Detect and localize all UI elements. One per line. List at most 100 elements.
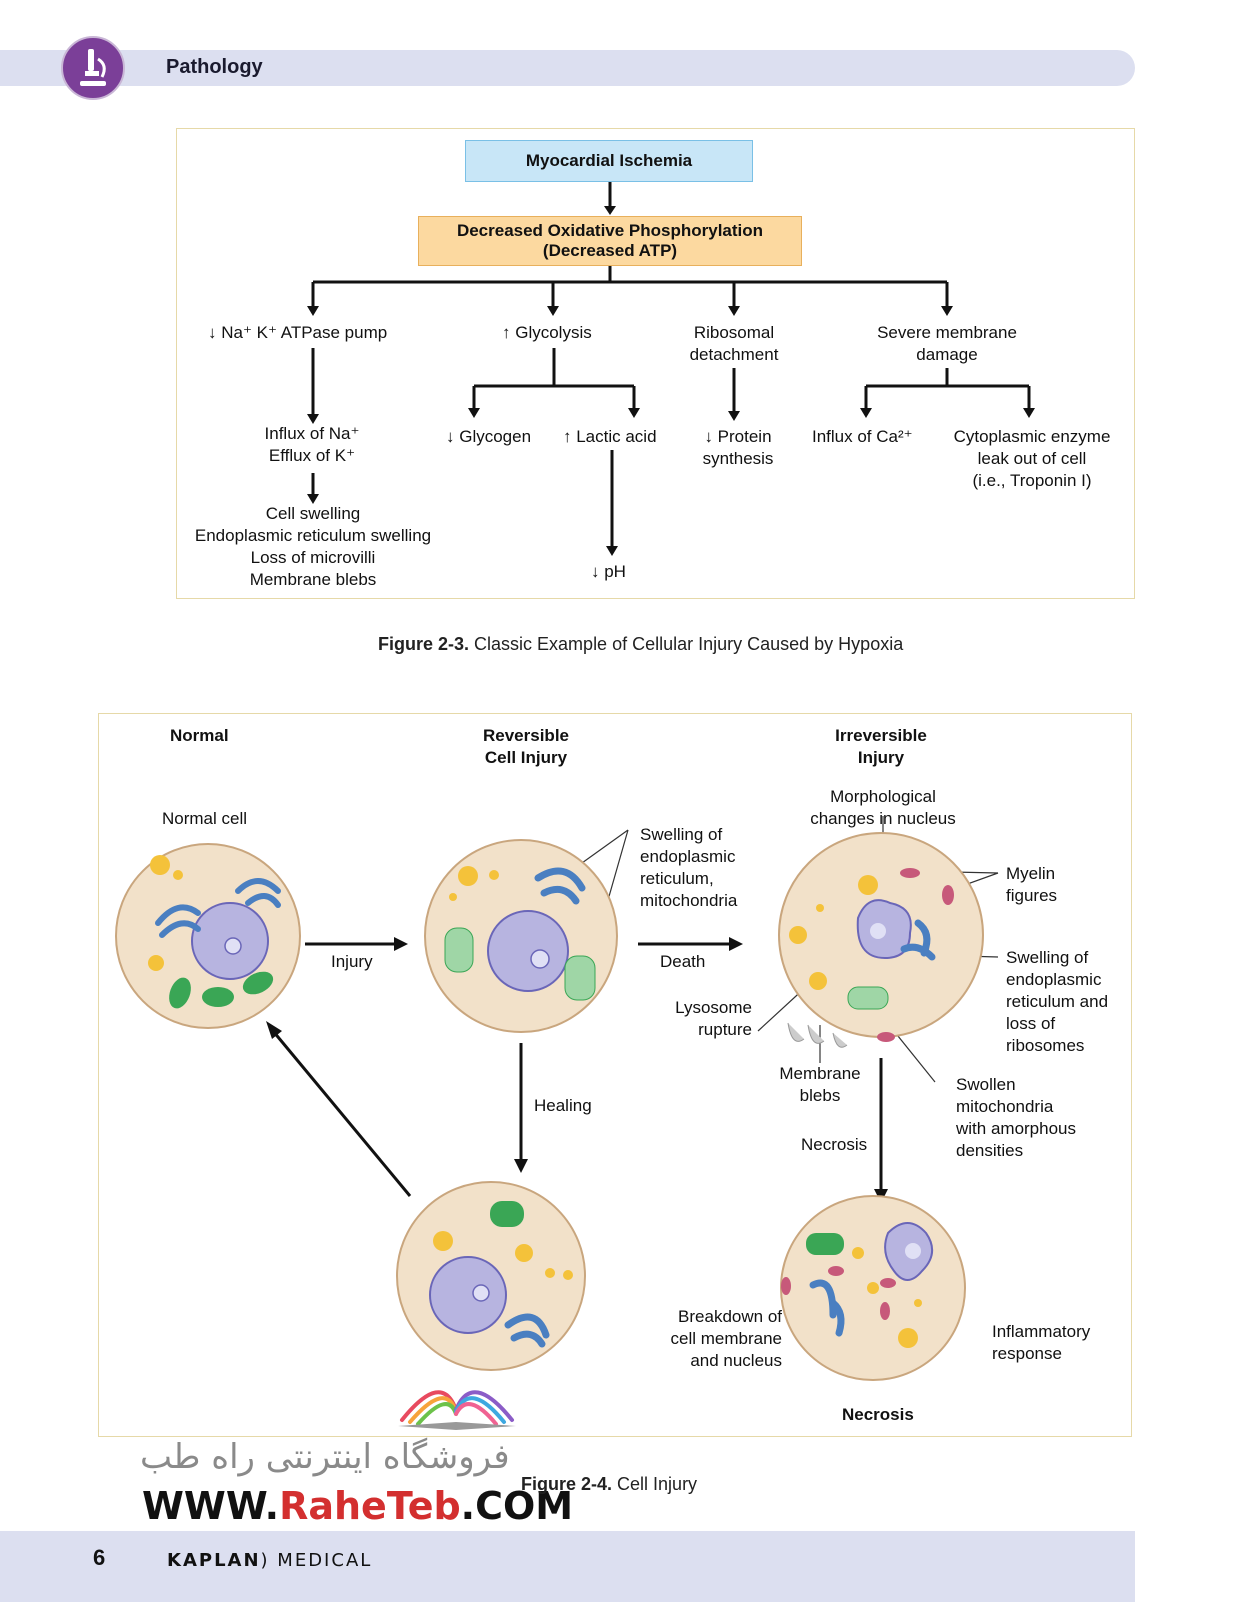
label-line: Myelin	[1006, 864, 1056, 883]
necrosis-cell-graphic	[780, 1195, 966, 1381]
label-necrosis-arrow: Necrosis	[801, 1135, 868, 1154]
header-band	[0, 50, 1135, 86]
col-reversible: Reversible Cell Injury	[470, 725, 582, 769]
label-swollen-mito: Swollen mitochondria with amorphous dens…	[956, 1074, 1076, 1162]
figure-2-4-illustration	[115, 816, 999, 1381]
label-line: mitochondria	[956, 1097, 1054, 1116]
caption-text: Classic Example of Cellular Injury Cause…	[469, 634, 904, 654]
figure-2-4-caption: Figure 2-4. Cell Injury	[521, 1474, 697, 1495]
figure-2-3-arrows	[307, 181, 1035, 556]
label-death: Death	[660, 952, 706, 971]
label-line: Reversible	[483, 726, 569, 745]
label-line: Cell Injury	[484, 748, 568, 767]
label-line: Irreversible	[835, 726, 927, 745]
irreversible-cell-graphic	[778, 832, 984, 1048]
label-line: loss of	[1006, 1014, 1056, 1033]
caption-number: Figure 2-4.	[521, 1474, 613, 1494]
label-line: Loss of microvilli	[250, 548, 376, 567]
label-swelling-er-ribosomes: Swelling of endoplasmic reticulum and lo…	[1006, 947, 1108, 1057]
label-line: endoplasmic	[640, 847, 736, 866]
label-membrane-blebs: Membrane blebs	[774, 1063, 866, 1107]
col-normal: Normal	[170, 726, 229, 745]
watermark-url: WWW.RaheTeb.COM	[142, 1484, 573, 1528]
book-rainbow-logo-icon	[398, 1390, 516, 1430]
label-line: leak out of cell	[977, 449, 1087, 468]
node-decreased-ox-phos: Decreased Oxidative Phosphorylation (Dec…	[418, 216, 802, 266]
label-lactic-acid: ↑ Lactic acid	[563, 427, 657, 446]
label-swelling-er-mito: Swelling of endoplasmic reticulum, mitoc…	[640, 824, 737, 912]
url-prefix: WWW.	[142, 1484, 280, 1528]
label-line: Morphological	[830, 787, 936, 806]
label-line: response	[992, 1344, 1062, 1363]
label-line: Influx of Na⁺	[264, 424, 360, 443]
label-ribosomal-detachment: Ribosomal detachment	[680, 322, 788, 366]
label-glycolysis: ↑ Glycolysis	[502, 323, 592, 342]
node-label-line2: (Decreased ATP)	[542, 241, 678, 260]
url-suffix: .COM	[460, 1484, 574, 1528]
label-line: reticulum and	[1006, 992, 1109, 1011]
label-influx-na: Influx of Na⁺ Efflux of K⁺	[252, 423, 372, 467]
figure-2-3-caption: Figure 2-3. Classic Example of Cellular …	[378, 634, 903, 655]
label-injury: Injury	[331, 952, 373, 971]
label-line: damage	[916, 345, 978, 364]
label-healing: Healing	[534, 1096, 592, 1115]
label-membrane-damage: Severe membrane damage	[862, 322, 1032, 366]
label-line: Lysosome	[675, 998, 752, 1017]
label-enzyme-leak: Cytoplasmic enzyme leak out of cell (i.e…	[946, 426, 1118, 492]
label-line: and nucleus	[690, 1351, 782, 1370]
label-necrosis: Necrosis	[842, 1405, 914, 1424]
footer-band	[0, 1531, 1135, 1602]
label-line: ↓ Protein	[704, 427, 772, 446]
label-protein-synthesis: ↓ Protein synthesis	[690, 426, 786, 470]
label-line: Swelling of	[640, 825, 723, 844]
caption-number: Figure 2-3.	[378, 634, 470, 654]
brand-paren-icon: )	[260, 1550, 278, 1571]
figure-2-3-frame	[176, 128, 1135, 599]
page-number: 6	[93, 1545, 106, 1570]
label-line: Severe membrane	[877, 323, 1017, 342]
label-line: endoplasmic	[1006, 970, 1102, 989]
label-line: blebs	[799, 1086, 841, 1105]
label-line: rupture	[698, 1020, 752, 1039]
label-na-k-pump: ↓ Na⁺ K⁺ ATPase pump	[208, 323, 388, 342]
healing-cell-graphic	[396, 1181, 586, 1371]
brand-medical: MEDICAL	[277, 1550, 373, 1571]
label-line: Endoplasmic reticulum swelling	[194, 526, 432, 545]
label-ph: ↓ pH	[591, 562, 626, 581]
label-line: Breakdown of	[678, 1307, 782, 1326]
label-line: changes in nucleus	[810, 809, 956, 828]
label-line: Cell swelling	[265, 504, 361, 523]
label-glycogen: ↓ Glycogen	[446, 427, 532, 446]
label-inflammatory: Inflammatory response	[992, 1321, 1090, 1365]
label-line: detachment	[689, 345, 779, 364]
label-morph-nucleus: Morphological changes in nucleus	[801, 786, 965, 830]
caption-text: Cell Injury	[612, 1474, 698, 1494]
label-lysosome: Lysosome rupture	[662, 997, 752, 1041]
label-line: Swollen	[956, 1075, 1016, 1094]
label-normal-cell: Normal cell	[162, 809, 248, 828]
label-line: cell membrane	[670, 1329, 783, 1348]
label-swelling-list: Cell swelling Endoplasmic reticulum swel…	[182, 503, 444, 591]
label-line: Cytoplasmic enzyme	[953, 427, 1111, 446]
label-line: Inflammatory	[992, 1322, 1091, 1341]
label-breakdown: Breakdown of cell membrane and nucleus	[652, 1306, 783, 1372]
label-line: Injury	[857, 748, 905, 767]
label-line: mitochondria	[640, 891, 738, 910]
footer-brand: KAPLAN) MEDICAL	[167, 1550, 372, 1571]
label-influx-ca: Influx of Ca²⁺	[812, 427, 913, 446]
label-line: Membrane blebs	[249, 570, 377, 589]
label-line: Ribosomal	[693, 323, 775, 342]
microscope-icon	[61, 36, 125, 100]
label-line: with amorphous	[956, 1119, 1077, 1138]
normal-cell-graphic	[115, 843, 301, 1029]
label-line: Membrane	[779, 1064, 861, 1083]
reversible-cell-graphic	[424, 839, 618, 1033]
brand-kaplan: KAPLAN	[167, 1550, 261, 1571]
node-myocardial-ischemia: Myocardial Ischemia	[465, 140, 753, 182]
label-line: densities	[956, 1141, 1024, 1160]
label-line: Efflux of K⁺	[268, 446, 356, 465]
url-brand: RaheTeb	[279, 1484, 461, 1528]
label-line: synthesis	[702, 449, 774, 468]
col-irreversible: Irreversible Injury	[825, 725, 937, 769]
label-line: figures	[1006, 886, 1058, 905]
